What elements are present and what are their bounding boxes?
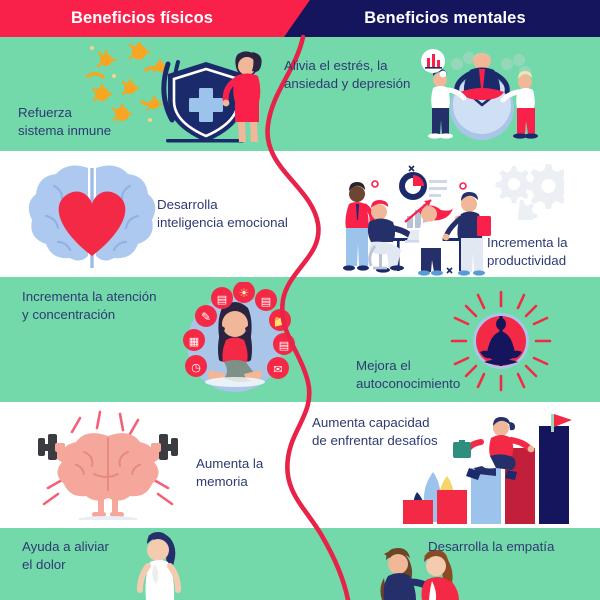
- row-3-left-caption: Incrementa la atención y concentración: [22, 289, 157, 322]
- yoga-woman-task-icons: ✎ ▤ ☀ ▤ 📁 ▤ ✉ ▦ ◷: [183, 282, 295, 392]
- svg-text:▦: ▦: [189, 336, 199, 348]
- row-5-left-caption: Ayuda a aliviar el dolor: [22, 539, 109, 572]
- row-2-left-caption: Desarrolla inteligencia emocional: [157, 197, 288, 230]
- brain-heart-icon: [28, 165, 156, 268]
- svg-text:📁: 📁: [273, 316, 287, 328]
- row-4-left-caption: Aumenta la memoria: [196, 456, 264, 489]
- row-1-right-caption: Alivia el estrés, la ansiedad y depresió…: [284, 58, 411, 91]
- svg-text:▤: ▤: [279, 340, 289, 352]
- header-left-title: Beneficios físicos: [70, 9, 214, 27]
- header-bar: Beneficios físicos Beneficios mentales: [0, 0, 600, 37]
- shield-immune-icon: [161, 60, 244, 143]
- brain-dumbbells-icon: [38, 410, 178, 520]
- row-2-right-caption: Incrementa la productividad: [487, 235, 568, 268]
- svg-text:✎: ✎: [201, 310, 211, 324]
- svg-text:◷: ◷: [191, 362, 201, 374]
- gears-icon: [495, 164, 564, 220]
- row-1-left-caption: Refuerza sistema inmune: [18, 105, 112, 138]
- svg-text:☀: ☀: [239, 286, 250, 300]
- row-3-right-caption: Mejora el autoconocimiento: [356, 358, 461, 391]
- row-5-right-caption: Desarrolla la empatía: [428, 539, 555, 554]
- climbing-bar-chart-flag-icon: [403, 414, 572, 524]
- meditating-businessman-clock-icon: [421, 49, 538, 140]
- header-right-title: Beneficios mentales: [364, 9, 526, 27]
- header-left-panel: [0, 0, 330, 37]
- meditation-sunburst-icon: [450, 290, 552, 392]
- svg-text:▤: ▤: [261, 296, 271, 308]
- svg-text:▤: ▤: [217, 294, 227, 306]
- standing-woman-icon: [137, 532, 181, 600]
- woman-standing-icon: [222, 51, 262, 142]
- germ-particles-icon: [86, 42, 174, 122]
- header-right-panel: [284, 0, 600, 37]
- office-team-icon: [343, 165, 491, 276]
- two-friends-hug-icon: [380, 548, 459, 600]
- row-4-right-caption: Aumenta capacidad de enfrentar desafíos: [312, 415, 438, 448]
- svg-text:✉: ✉: [273, 364, 282, 376]
